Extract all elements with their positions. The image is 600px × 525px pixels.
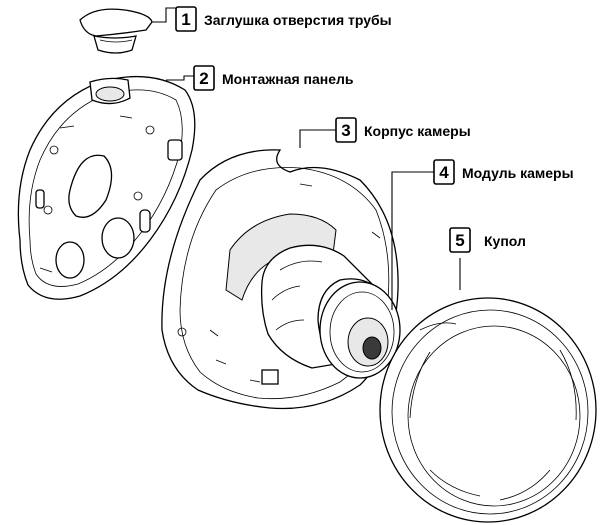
callout-1: 1 Заглушка отверстия трубы	[175, 6, 392, 32]
callout-3: 3 Корпус камеры	[335, 117, 471, 143]
callout-3-number: 3	[341, 121, 350, 140]
callout-3-number-box	[335, 117, 357, 143]
callout-1-label: Заглушка отверстия трубы	[204, 12, 392, 28]
callout-2-label: Монтажная панель	[222, 71, 354, 87]
camera-module-illustration	[260, 244, 401, 379]
callout-1-number: 1	[181, 10, 190, 29]
callout-3-label: Корпус камеры	[364, 123, 471, 139]
callout-1-number-box	[175, 6, 197, 32]
leader-line-4	[391, 171, 434, 310]
callout-5-label: Купол	[484, 233, 526, 249]
callout-2-number-box	[193, 65, 215, 91]
dome-illustration	[379, 297, 597, 523]
callout-4-number: 4	[439, 163, 449, 182]
callout-4-label: Модуль камеры	[462, 165, 574, 181]
callout-4-number-box	[433, 159, 455, 185]
callout-2-number: 2	[199, 69, 208, 88]
callout-4: 4 Модуль камеры	[433, 159, 574, 185]
callout-5-number: 5	[455, 231, 464, 250]
pipe-hole-plug-illustration	[79, 8, 153, 54]
callout-5: 5 Купол	[449, 227, 526, 253]
callout-2: 2 Монтажная панель	[193, 65, 354, 91]
callout-5-number-box	[449, 227, 471, 253]
leader-line-3	[299, 129, 336, 148]
leader-line-2	[166, 75, 194, 81]
mounting-plate-illustration	[17, 75, 196, 300]
leader-line-1	[152, 7, 176, 23]
